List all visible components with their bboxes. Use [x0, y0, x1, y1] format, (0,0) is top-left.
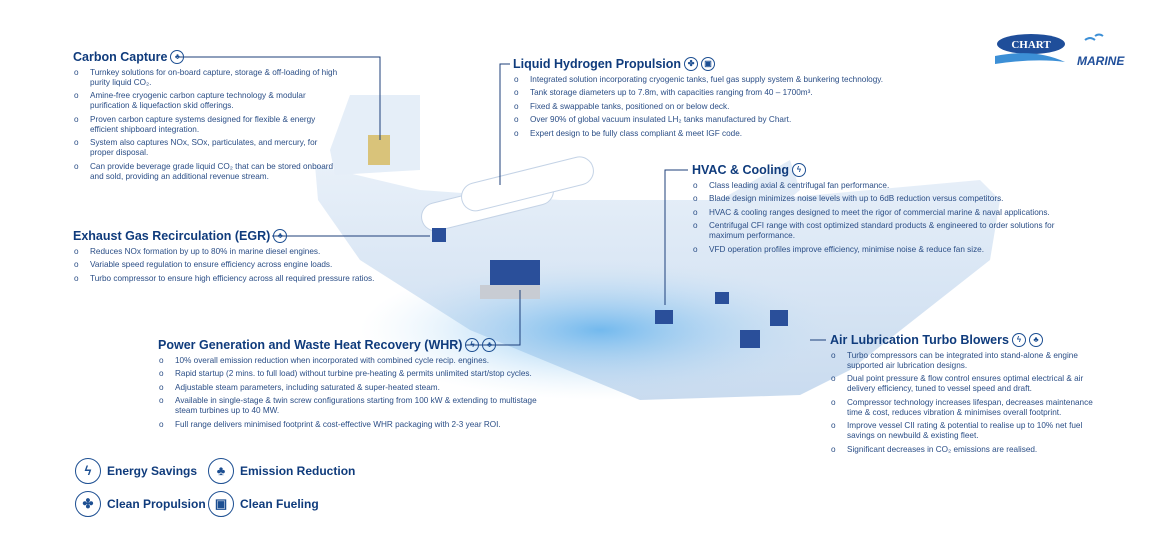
- logo-sub: MARINE: [1077, 54, 1125, 68]
- list-item: 10% overall emission reduction when inco…: [158, 356, 548, 366]
- legend-label: Clean Propulsion: [107, 497, 206, 511]
- list-item: Blade design minimizes noise levels with…: [692, 194, 1072, 204]
- tree-icon: ♣: [208, 458, 234, 484]
- energy-icon: ϟ: [75, 458, 101, 484]
- list-item: Amine-free cryogenic carbon capture tech…: [73, 91, 343, 111]
- lh2-section: Liquid Hydrogen Propulsion✤▣ Integrated …: [513, 57, 933, 142]
- legend-clean-propulsion: ✤ Clean Propulsion: [75, 491, 206, 517]
- list-item: Integrated solution incorporating cryoge…: [513, 75, 933, 85]
- list-item: Significant decreases in CO₂ emissions a…: [830, 445, 1100, 455]
- list-item: Tank storage diameters up to 7.8m, with …: [513, 88, 933, 98]
- fuel-icon: ▣: [701, 57, 716, 71]
- chart-marine-logo: CHART MARINE: [995, 32, 1125, 77]
- power-generation-section: Power Generation and Waste Heat Recovery…: [158, 338, 548, 433]
- list-item: Compressor technology increases lifespan…: [830, 398, 1100, 418]
- fuel-icon: ▣: [208, 491, 234, 517]
- list-item: Adjustable steam parameters, including s…: [158, 383, 548, 393]
- section-title: HVAC & Cooling: [692, 163, 789, 177]
- section-title: Air Lubrication Turbo Blowers: [830, 333, 1009, 347]
- list-item: Improve vessel CII rating & potential to…: [830, 421, 1100, 441]
- list-item: Proven carbon capture systems designed f…: [73, 115, 343, 135]
- legend-label: Clean Fueling: [240, 497, 319, 511]
- section-title: Exhaust Gas Recirculation (EGR): [73, 229, 271, 243]
- list-item: Turbo compressor to ensure high efficien…: [73, 274, 413, 284]
- list-item: Full range delivers minimised footprint …: [158, 420, 548, 430]
- tree-icon: ♣: [273, 229, 288, 243]
- svg-text:CHART: CHART: [1011, 39, 1051, 51]
- section-title: Carbon Capture: [73, 50, 168, 64]
- legend-clean-fueling: ▣ Clean Fueling: [208, 491, 319, 517]
- list-item: Variable speed regulation to ensure effi…: [73, 260, 413, 270]
- list-item: Dual point pressure & flow control ensur…: [830, 374, 1100, 394]
- list-item: Expert design to be fully class complian…: [513, 129, 933, 139]
- list-item: Centrifugal CFI range with cost optimize…: [692, 221, 1072, 241]
- tree-icon: ♣: [170, 50, 185, 64]
- list-item: Turbo compressors can be integrated into…: [830, 351, 1100, 371]
- list-item: VFD operation profiles improve efficienc…: [692, 245, 1072, 255]
- list-item: Fixed & swappable tanks, positioned on o…: [513, 102, 933, 112]
- propeller-icon: ✤: [75, 491, 101, 517]
- list-item: Over 90% of global vacuum insulated LH₂ …: [513, 115, 933, 125]
- legend-label: Emission Reduction: [240, 464, 356, 478]
- tree-icon: ♣: [1028, 333, 1043, 347]
- energy-icon: ϟ: [465, 338, 480, 352]
- egr-section: Exhaust Gas Recirculation (EGR)♣ Reduces…: [73, 229, 413, 287]
- list-item: Turnkey solutions for on-board capture, …: [73, 68, 343, 88]
- list-item: Can provide beverage grade liquid CO₂ th…: [73, 162, 343, 182]
- energy-icon: ϟ: [791, 163, 806, 177]
- legend-energy-savings: ϟ Energy Savings: [75, 458, 197, 484]
- list-item: Rapid startup (2 mins. to full load) wit…: [158, 369, 548, 379]
- list-item: Class leading axial & centrifugal fan pe…: [692, 181, 1072, 191]
- section-title: Liquid Hydrogen Propulsion: [513, 57, 682, 71]
- list-item: Reduces NOx formation by up to 80% in ma…: [73, 247, 413, 257]
- tree-icon: ♣: [482, 338, 497, 352]
- legend-label: Energy Savings: [107, 464, 198, 478]
- section-title: Power Generation and Waste Heat Recovery…: [158, 338, 463, 352]
- energy-icon: ϟ: [1011, 333, 1026, 347]
- list-item: System also captures NOx, SOx, particula…: [73, 138, 343, 158]
- propeller-icon: ✤: [684, 57, 699, 71]
- legend-emission-reduction: ♣ Emission Reduction: [208, 458, 355, 484]
- list-item: HVAC & cooling ranges designed to meet t…: [692, 208, 1072, 218]
- carbon-capture-section: Carbon Capture♣ Turnkey solutions for on…: [73, 50, 343, 185]
- list-item: Available in single-stage & twin screw c…: [158, 396, 548, 416]
